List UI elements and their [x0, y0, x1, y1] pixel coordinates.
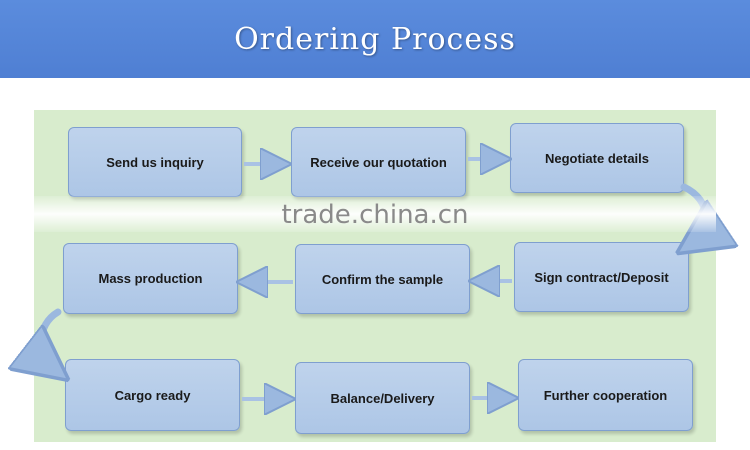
- step-mass-production: Mass production: [63, 243, 238, 314]
- step-label: Negotiate details: [544, 150, 650, 166]
- step-send-inquiry: Send us inquiry: [68, 127, 242, 197]
- watermark-band: [34, 196, 716, 232]
- step-balance-delivery: Balance/Delivery: [295, 362, 470, 434]
- step-label: Mass production: [98, 271, 203, 286]
- curved-arrow-6-to-7: [42, 308, 59, 372]
- step-receive-quotation: Receive our quotation: [291, 127, 466, 197]
- step-label: Receive our quotation: [310, 154, 447, 170]
- step-sign-contract: Sign contract/Deposit: [514, 242, 689, 312]
- step-confirm-sample: Confirm the sample: [295, 244, 470, 314]
- step-label: Further cooperation: [543, 387, 668, 403]
- step-negotiate-details: Negotiate details: [510, 123, 684, 193]
- step-cargo-ready: Cargo ready: [65, 359, 240, 431]
- page-title: Ordering Process: [234, 21, 516, 57]
- step-further-cooperation: Further cooperation: [518, 359, 693, 431]
- step-label: Send us inquiry: [106, 154, 204, 170]
- step-label: Cargo ready: [114, 387, 191, 403]
- header-banner: Ordering Process: [0, 0, 750, 78]
- step-label: Sign contract/Deposit: [534, 269, 669, 285]
- step-label: Balance/Delivery: [330, 390, 435, 406]
- step-label: Confirm the sample: [321, 271, 444, 287]
- watermark: trade.china.cn: [281, 200, 469, 230]
